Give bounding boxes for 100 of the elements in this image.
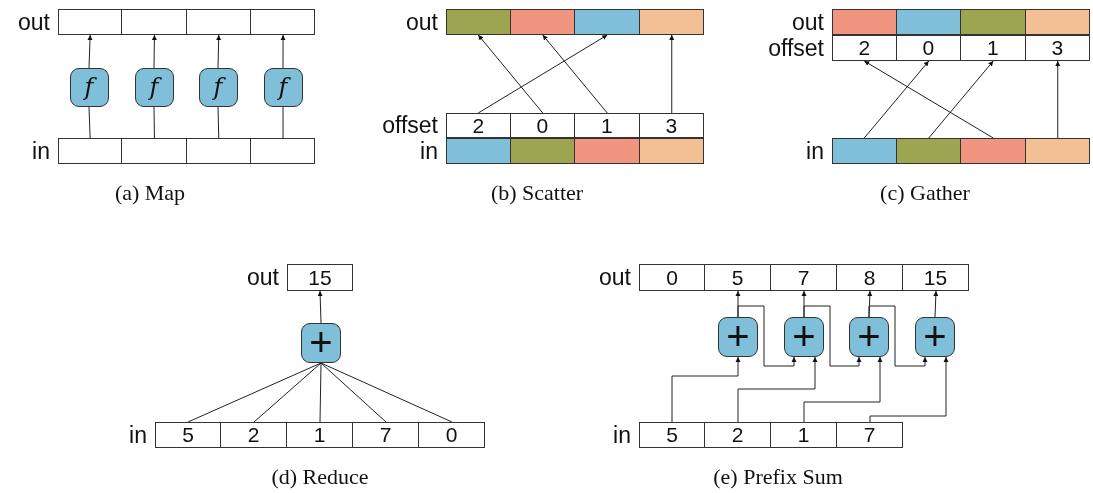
array-cell: 3: [1024, 35, 1090, 61]
arrow: [669, 34, 675, 114]
array-cell: [574, 9, 640, 35]
array-cell: 1: [574, 113, 640, 138]
array-cell: 2: [704, 422, 771, 448]
array-cell: [121, 9, 187, 35]
array-cell: [832, 138, 897, 164]
array-cell: 1: [960, 35, 1026, 61]
arrow: [928, 60, 994, 139]
array-cell: [509, 9, 575, 35]
connector-line: [320, 362, 387, 423]
array-cell: [249, 9, 316, 35]
arrow: [87, 34, 93, 69]
row-label: out: [17, 9, 50, 35]
operator-box: +: [301, 323, 341, 363]
array-cell: [1024, 138, 1090, 164]
arrow: [868, 305, 928, 367]
array-cell: [121, 138, 187, 164]
operator-box: +: [915, 317, 955, 357]
array-cell: [446, 138, 511, 164]
function-box: f: [263, 68, 303, 107]
array-cell: 0: [418, 422, 485, 448]
operator-box: +: [849, 317, 889, 357]
array-cell: 5: [639, 422, 705, 448]
array-cell: [185, 138, 251, 164]
arrow: [869, 356, 949, 423]
array-cell: [832, 9, 897, 35]
arrow: [863, 60, 994, 139]
connector-line: [320, 362, 453, 423]
arrow: [151, 34, 157, 69]
row-label: out: [598, 264, 631, 291]
row-label: offset: [767, 35, 824, 61]
row-label: in: [128, 422, 147, 448]
arrow: [477, 34, 544, 114]
array-cell: [895, 9, 961, 35]
arrow: [737, 305, 797, 367]
arrow: [477, 34, 608, 114]
array-cell: 15: [902, 264, 969, 291]
array-cell: 2: [832, 35, 897, 61]
arrow: [542, 34, 608, 114]
arrow: [280, 34, 286, 69]
operator-box: +: [718, 317, 758, 357]
array-cell: [960, 9, 1026, 35]
operator-box: +: [784, 317, 824, 357]
array-cell: 5: [155, 422, 221, 448]
connector-line: [88, 106, 91, 139]
array-cell: 1: [286, 422, 353, 448]
array-cell: 5: [704, 264, 771, 291]
connector-line: [187, 362, 322, 423]
arrow: [216, 34, 222, 69]
array-cell: 2: [446, 113, 511, 138]
array-cell: [58, 9, 123, 35]
array-cell: 7: [352, 422, 419, 448]
arrow: [737, 356, 818, 423]
connector-line: [217, 106, 220, 139]
arrow: [863, 60, 930, 139]
caption: (b) Scatter: [490, 180, 584, 206]
array-cell: 1: [770, 422, 837, 448]
function-box: f: [198, 68, 238, 107]
array-cell: [58, 138, 123, 164]
caption: (c) Gather: [880, 180, 970, 206]
row-label: out: [246, 264, 279, 291]
arrow: [671, 356, 741, 423]
array-cell: 15: [287, 264, 353, 291]
row-label: in: [612, 422, 631, 448]
array-cell: 0: [509, 113, 575, 138]
connector-line: [282, 106, 284, 139]
array-cell: [446, 9, 511, 35]
arrow: [933, 290, 939, 318]
array-cell: 2: [220, 422, 287, 448]
array-cell: [895, 138, 961, 164]
array-cell: [1024, 9, 1090, 35]
array-cell: [574, 138, 640, 164]
row-label: in: [805, 138, 824, 164]
array-cell: 3: [638, 113, 704, 138]
function-box: f: [134, 68, 174, 107]
arrow: [803, 305, 862, 367]
connector-line: [319, 362, 322, 423]
arrow: [317, 290, 323, 324]
array-cell: [509, 138, 575, 164]
arrow: [803, 356, 883, 423]
row-label: in: [31, 138, 50, 164]
row-label: out: [791, 9, 824, 35]
row-label: out: [405, 9, 438, 35]
connector-line: [253, 362, 322, 423]
array-cell: 0: [895, 35, 961, 61]
caption: (d) Reduce: [271, 464, 369, 490]
row-label: in: [419, 138, 438, 164]
function-box: f: [69, 68, 109, 107]
row-label: offset: [381, 113, 438, 138]
array-cell: 0: [639, 264, 705, 291]
arrow: [1055, 60, 1061, 139]
array-cell: [960, 138, 1026, 164]
caption: (e) Prefix Sum: [713, 464, 843, 490]
connector-line: [153, 106, 155, 139]
array-cell: 7: [836, 422, 903, 448]
array-cell: [638, 138, 704, 164]
array-cell: 8: [836, 264, 903, 291]
array-cell: 7: [770, 264, 837, 291]
caption: (a) Map: [114, 180, 186, 206]
